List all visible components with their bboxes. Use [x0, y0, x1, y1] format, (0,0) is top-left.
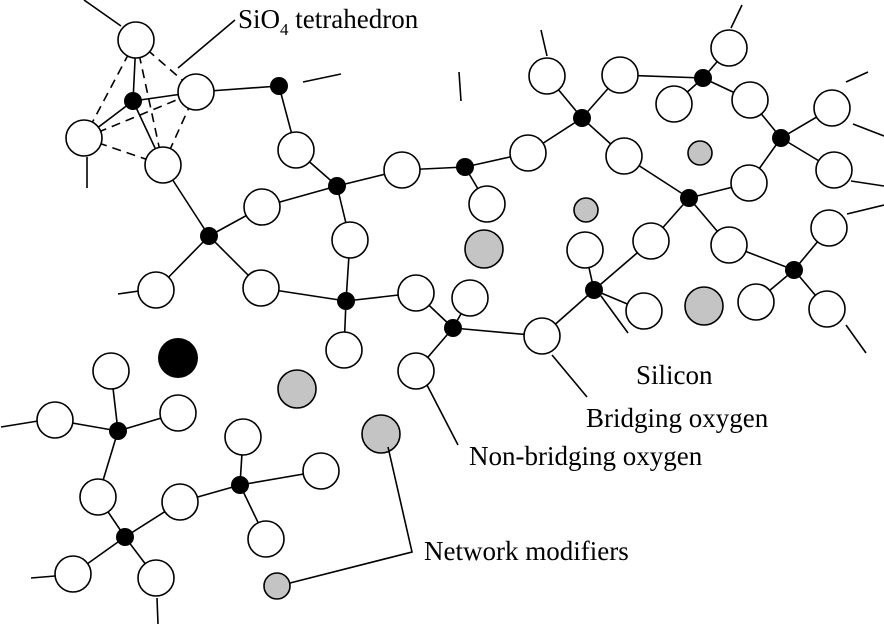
bond-stub: [156, 597, 159, 625]
label-leader-line: [426, 384, 459, 446]
oxygen-atom: [161, 483, 199, 521]
tetrahedron-edge: [135, 39, 164, 166]
oxygen-atom: [92, 352, 130, 390]
network-modifier-ion: [684, 286, 724, 326]
oxygen-atom: [159, 394, 197, 432]
bond-stub: [83, 0, 122, 27]
oxygen-atom: [710, 226, 748, 264]
network-modifiers-label: Network modifiers: [424, 536, 629, 566]
silicon-atom: [124, 92, 142, 110]
oxygen-atom: [247, 520, 285, 558]
silicon-atom: [444, 319, 462, 337]
silicon-atom: [337, 292, 355, 310]
bond-stub: [730, 4, 743, 29]
oxygen-atom: [731, 81, 769, 119]
network-modifier-ion: [687, 140, 713, 166]
bond-stub: [845, 324, 867, 354]
large-black-ion: [158, 338, 198, 378]
oxygen-atom: [54, 555, 92, 593]
silicon-label: Silicon: [636, 360, 713, 390]
oxygen-atom: [36, 401, 74, 439]
bond-stub: [540, 29, 548, 57]
oxygen-atom: [605, 137, 643, 175]
oxygen-atom: [65, 119, 103, 157]
oxygen-atom: [737, 283, 775, 321]
tetrahedron-edge: [83, 91, 197, 139]
bond-stub: [30, 575, 56, 579]
network-modifier-ion: [277, 369, 317, 409]
silicon-atom: [585, 281, 603, 299]
silicon-atom: [573, 109, 591, 127]
oxygen-atom: [625, 292, 663, 330]
label-leader-line: [551, 354, 588, 398]
oxygen-atom: [331, 221, 369, 259]
oxygen-atom: [177, 73, 215, 111]
modifiers-leader-line: [289, 446, 413, 584]
silicon-atom: [785, 261, 803, 279]
bond-stub: [458, 71, 462, 102]
silicon-atom: [680, 189, 698, 207]
silicon-atom: [772, 129, 790, 147]
silicon-atom: [694, 69, 712, 87]
bond-stub: [852, 123, 884, 137]
atoms-layer: [36, 21, 853, 600]
oxygen-atom: [397, 274, 435, 312]
oxygen-atom: [137, 271, 175, 309]
oxygen-atom: [566, 231, 604, 269]
network-modifier-ion: [464, 229, 504, 269]
label-leader-line: [600, 295, 629, 334]
oxygen-atom: [528, 57, 566, 95]
sio4-tetrahedron-label: SiO4 tetrahedron: [238, 4, 419, 39]
network-modifier-ion: [361, 414, 401, 454]
bond-stub: [117, 290, 140, 295]
silicon-atom: [328, 177, 346, 195]
oxygen-atom: [632, 222, 670, 260]
oxygen-atom: [710, 29, 748, 67]
oxygen-atom: [277, 131, 315, 169]
silicon-atom: [200, 227, 218, 245]
oxygen-atom: [813, 89, 851, 127]
network-modifier-ion: [573, 197, 599, 223]
oxygen-atom: [468, 185, 506, 223]
oxygen-atom: [302, 452, 340, 490]
oxygen-atom: [655, 85, 693, 123]
oxygen-atom: [523, 317, 561, 355]
oxygen-atom: [242, 269, 280, 307]
leader-lines: [177, 19, 629, 584]
non-bridging-oxygen-label: Non-bridging oxygen: [469, 441, 703, 471]
oxygen-atom: [79, 478, 117, 516]
bridging-oxygen-label: Bridging oxygen: [586, 403, 769, 433]
bond-stub: [845, 71, 869, 83]
bond-stub: [302, 73, 342, 83]
label-leader-line: [177, 19, 236, 69]
oxygen-atom: [117, 21, 155, 59]
oxygen-atom: [730, 164, 768, 202]
oxygen-atom: [601, 56, 639, 94]
bond-stub: [0, 420, 39, 428]
oxygen-atom: [397, 352, 435, 390]
network-modifier-ion: [263, 572, 291, 600]
silicon-atom: [456, 158, 474, 176]
bond-stub: [850, 180, 884, 187]
oxygen-atom: [810, 209, 848, 247]
oxygen-atom: [383, 151, 421, 189]
oxygen-atom: [224, 418, 262, 456]
oxygen-atom: [325, 331, 363, 369]
silicon-atom: [116, 528, 134, 546]
oxygen-atom: [815, 151, 853, 189]
oxygen-atom: [808, 290, 846, 328]
oxygen-atom: [509, 134, 547, 172]
oxygen-atom: [144, 146, 182, 184]
oxygen-atom: [137, 559, 175, 597]
bond-stub: [846, 204, 884, 215]
silicon-atom: [231, 476, 249, 494]
oxygen-atom: [243, 188, 281, 226]
silicon-atom: [270, 77, 288, 95]
oxygen-atom: [451, 279, 489, 317]
silicon-atom: [109, 422, 127, 440]
